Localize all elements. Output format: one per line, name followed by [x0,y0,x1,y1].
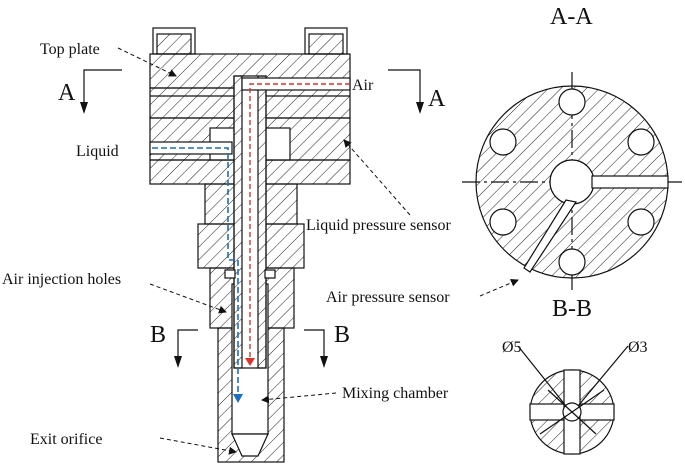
dimension-dia-3: Ø3 [628,339,648,356]
aa-air-channel [591,175,669,189]
cut-mark-a-left: A [58,80,76,106]
aa-center-bore [549,159,595,205]
air-injection-hole-right [264,269,276,279]
bolt-head-left-hatch [156,33,192,55]
cut-mark-b-left: B [150,322,166,348]
section-aa-view [462,72,682,290]
section-aa-title: A-A [550,4,593,30]
air-flow-path [249,83,350,362]
section-bb-view [517,345,629,455]
label-liquid: Liquid [76,143,119,160]
label-air-pressure-sensor: Air pressure sensor [326,289,450,306]
aa-bolt-hole-top [558,88,586,116]
air-injection-hole-left [224,269,236,279]
label-exit-orifice: Exit orifice [30,431,102,448]
section-bb-title: B-B [552,296,592,322]
aa-bolt-hole-bottom [558,248,586,276]
aa-bolt-hole-lower-right [627,208,655,236]
cut-mark-b-right: B [334,322,350,348]
bolt-head-right-hatch [308,33,344,55]
liquid-flow-arrowhead [233,394,243,403]
label-mixing-chamber: Mixing chamber [342,385,449,402]
leader-dia-5 [517,345,567,407]
label-air-injection-holes: Air injection holes [2,271,121,288]
label-air: Air [352,77,374,94]
cut-mark-a-right: A [428,86,446,112]
aa-bolt-hole-upper-left [489,128,517,156]
leader-dia-3 [577,345,629,407]
cut-line-b [177,329,325,362]
air-tube-wall-right [257,75,267,369]
air-flow-arrowhead [245,358,255,366]
aa-bolt-hole-lower-left [489,208,517,236]
label-top-plate: Top plate [40,41,100,58]
aa-sensor-channel [523,199,577,273]
aa-bolt-hole-upper-right [627,128,655,156]
label-liquid-pressure-sensor: Liquid pressure sensor [306,217,452,234]
cut-line-a [83,69,421,108]
liquid-flow-path [152,147,239,398]
dimension-dia-5: Ø5 [502,339,522,356]
